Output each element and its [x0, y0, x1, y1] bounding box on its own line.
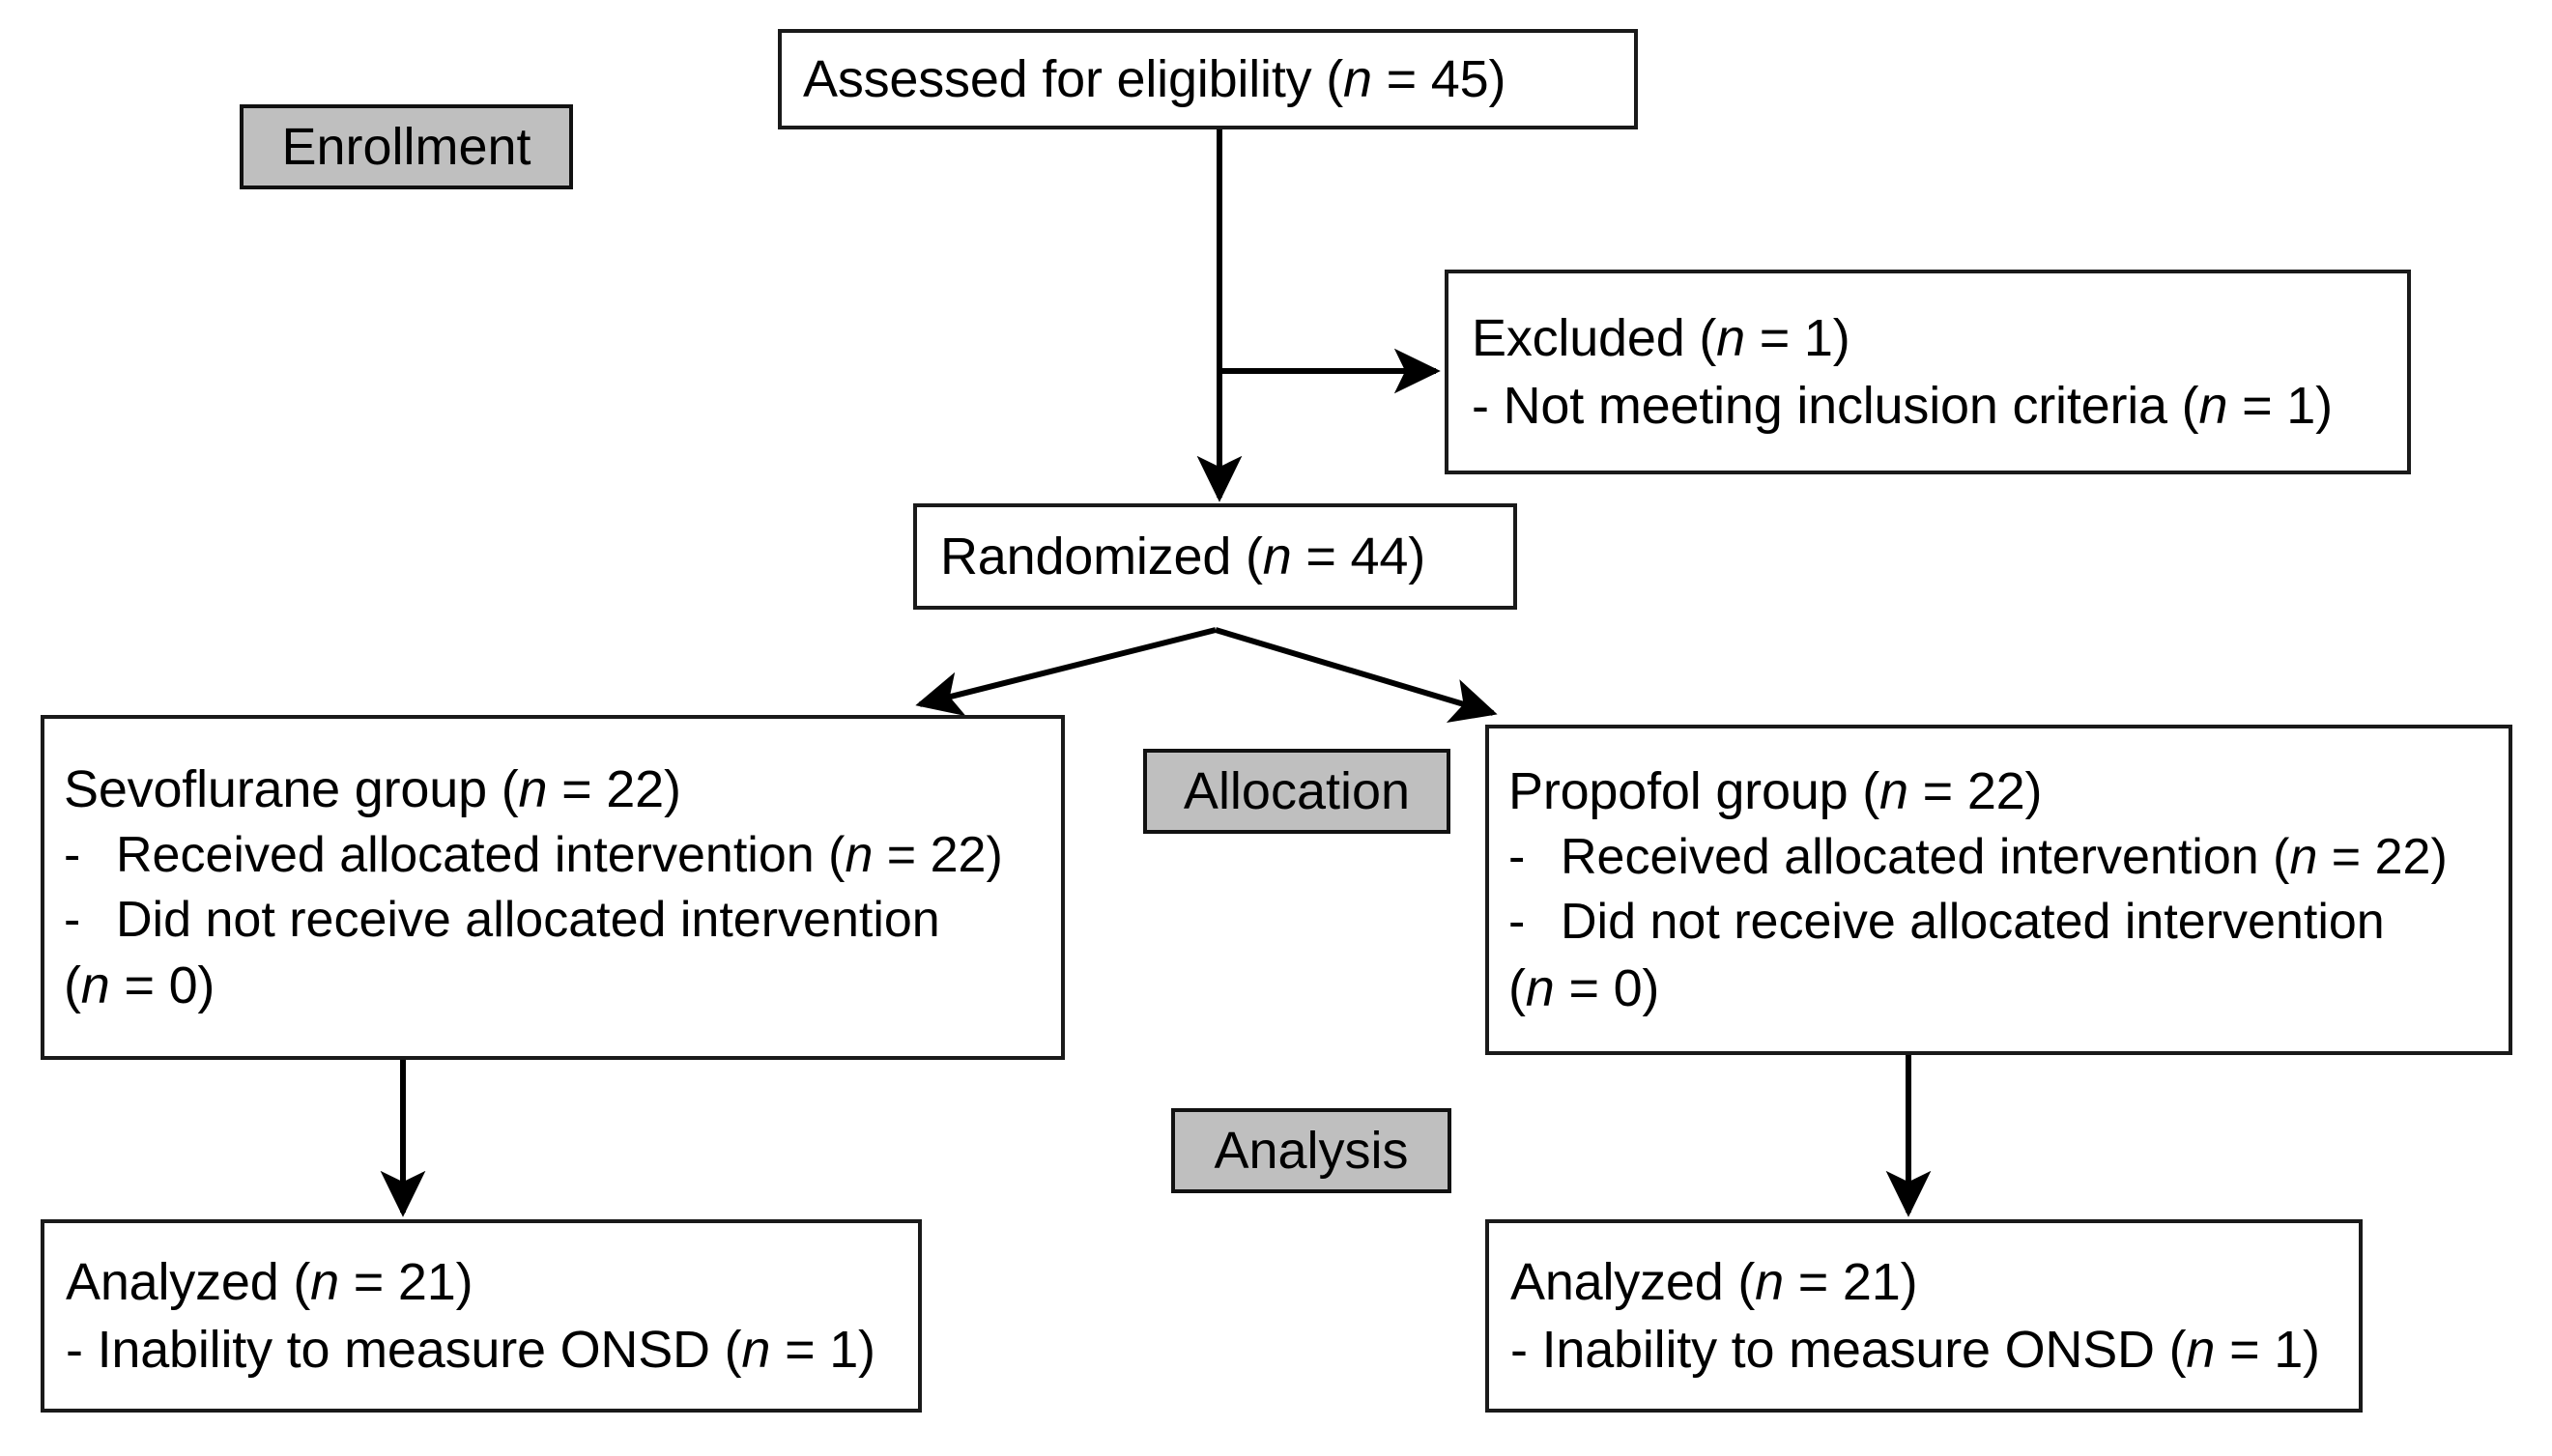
node-randomized: Randomized (n = 44) [913, 503, 1517, 610]
bullet-text: Did not receive allocated intervention [116, 891, 940, 948]
node-analyzed-propofol: Analyzed (n = 21) - Inability to measure… [1485, 1219, 2363, 1413]
node-propofol-item-not-received-count: (n = 0) [1508, 958, 1660, 1017]
node-sevoflurane-item-not-received: - Did not receive allocated intervention [64, 888, 1042, 953]
node-propofol-item-not-received: - Did not receive allocated intervention [1508, 890, 2489, 955]
node-analyzed-propofol-heading: Analyzed (n = 21) [1510, 1252, 1918, 1311]
node-excluded-reason: - Not meeting inclusion criteria (n = 1) [1472, 377, 2333, 435]
node-propofol-item-received: - Received allocated intervention (n = 2… [1508, 825, 2489, 890]
bullet-text: Did not receive allocated intervention [1561, 894, 2385, 950]
node-assessed-text: Assessed for eligibility (n = 45) [803, 49, 1506, 108]
node-sevoflurane-heading: Sevoflurane group (n = 22) [64, 759, 681, 818]
node-sevoflurane-item-not-received-count: (n = 0) [64, 956, 215, 1015]
node-randomized-text: Randomized (n = 44) [940, 527, 1425, 585]
connector-randomized-to-propofol [1215, 627, 1498, 724]
node-propofol-heading: Propofol group (n = 22) [1508, 762, 2043, 821]
bullet-text: Received allocated intervention (n = 22) [1561, 829, 2448, 886]
bullet-dash: - [1508, 829, 1526, 886]
node-excluded: Excluded (n = 1) - Not meeting inclusion… [1445, 270, 2411, 474]
stage-label-analysis: Analysis [1171, 1108, 1451, 1193]
stage-label-enrollment-text: Enrollment [281, 118, 531, 176]
node-sevoflurane-item-received: - Received allocated intervention (n = 2… [64, 823, 1042, 888]
stage-label-allocation: Allocation [1143, 749, 1450, 834]
stage-label-enrollment: Enrollment [240, 104, 573, 189]
connector-randomized-to-sevoflurane [915, 627, 1217, 717]
node-analyzed-propofol-note: - Inability to measure ONSD (n = 1) [1510, 1321, 2320, 1379]
bullet-dash: - [64, 826, 81, 883]
node-analyzed-sevoflurane-heading: Analyzed (n = 21) [66, 1252, 473, 1311]
node-propofol-group: Propofol group (n = 22) - Received alloc… [1485, 725, 2512, 1055]
node-assessed-for-eligibility: Assessed for eligibility (n = 45) [778, 29, 1638, 129]
bullet-text: Received allocated intervention (n = 22) [116, 826, 1003, 883]
stage-label-analysis-text: Analysis [1214, 1122, 1409, 1180]
node-analyzed-sevoflurane-note: - Inability to measure ONSD (n = 1) [66, 1321, 875, 1379]
stage-label-allocation-text: Allocation [1183, 762, 1411, 820]
bullet-dash: - [64, 891, 81, 948]
node-analyzed-sevoflurane: Analyzed (n = 21) - Inability to measure… [41, 1219, 922, 1413]
node-excluded-heading: Excluded (n = 1) [1472, 308, 1850, 367]
bullet-dash: - [1508, 894, 1526, 950]
node-sevoflurane-group: Sevoflurane group (n = 22) - Received al… [41, 715, 1065, 1060]
